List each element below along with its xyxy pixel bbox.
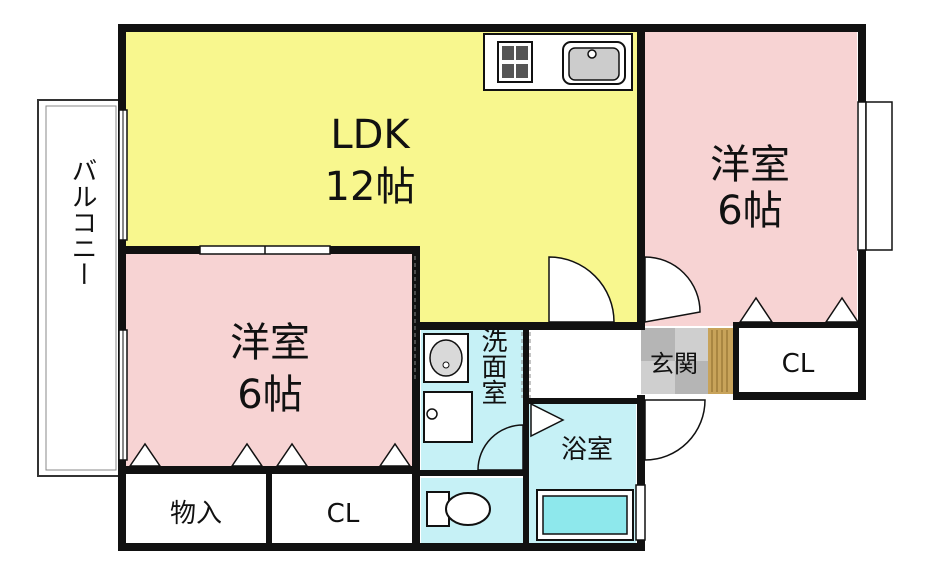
partition-lines [414,256,531,398]
entrance-label: 玄関 [650,350,698,378]
western-left-size: 6帖 [237,372,302,418]
ldk-name: LDK [330,112,411,158]
hallway-floor [529,330,636,400]
windows [118,101,893,541]
kitchen-counter [483,33,633,91]
western-right-name: 洋室 [710,142,790,188]
washing-machine-icon [423,391,473,443]
washroom-label: 洗面室 [477,327,507,405]
washbasin-icon [423,333,469,383]
western-right-size: 6帖 [717,188,782,234]
storage-label: 物入 [170,499,222,529]
closet-bottom-label: CL [327,499,360,529]
balcony-label: バルコニー [67,157,97,287]
western-left-floor [124,252,415,470]
entrance-floor [641,328,734,394]
sink-icon [562,41,626,85]
western-left-name: 洋室 [230,320,310,366]
doors [477,256,706,471]
bathtub-icon [536,489,634,541]
closet-doors [128,296,860,467]
toilet-icon [426,491,491,527]
ldk-size: 12帖 [325,164,416,210]
closet-right-label: CL [782,349,815,379]
balcony [37,99,123,477]
stove-icon [497,41,533,83]
bathroom-label: 浴室 [561,435,613,465]
